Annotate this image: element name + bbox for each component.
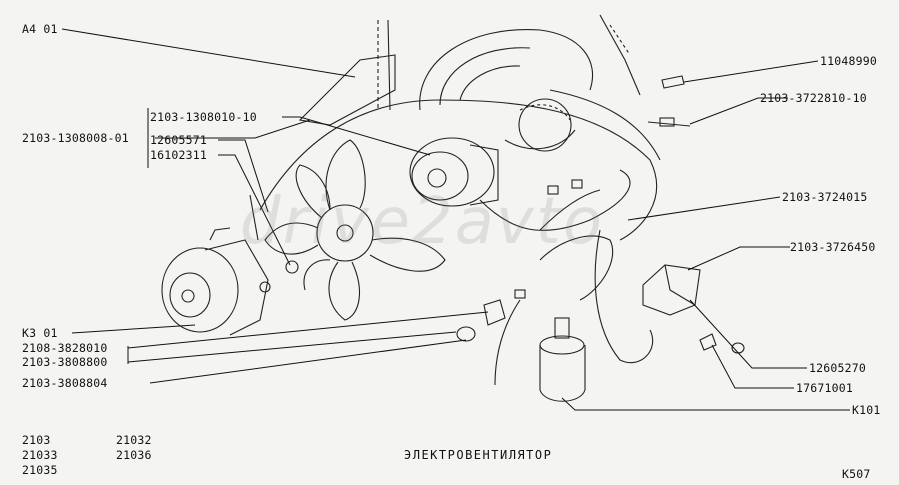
label-k301: K3 01 — [22, 326, 58, 340]
model-21033: 21033 — [22, 448, 58, 462]
label-17671001: 17671001 — [796, 381, 853, 395]
label-2103-3808800: 2103-3808800 — [22, 355, 108, 369]
label-12605571: 12605571 — [150, 133, 207, 147]
model-21035: 21035 — [22, 463, 58, 477]
label-2108-3828010: 2108-3828010 — [22, 341, 108, 355]
model-21036: 21036 — [116, 448, 152, 462]
model-21032: 21032 — [116, 433, 152, 447]
label-2103-1308008-01: 2103-1308008-01 — [22, 131, 129, 145]
label-2103-1308010-10: 2103-1308010-10 — [150, 110, 257, 124]
label-2103-3726450: 2103-3726450 — [790, 240, 876, 254]
model-2103: 2103 — [22, 433, 51, 447]
label-2103-3722810-10: 2103-3722810-10 — [760, 91, 867, 105]
label-k101: K101 — [852, 403, 881, 417]
diagram-title: ЭЛЕКТРОВЕНТИЛЯТОР — [404, 448, 553, 462]
label-12605270: 12605270 — [809, 361, 866, 375]
label-2103-3808804: 2103-3808804 — [22, 376, 108, 390]
label-11048990: 11048990 — [820, 54, 877, 68]
label-16102311: 16102311 — [150, 148, 207, 162]
label-2103-3724015: 2103-3724015 — [782, 190, 868, 204]
page-code: K507 — [842, 467, 871, 481]
label-a401: A4 01 — [22, 22, 58, 36]
